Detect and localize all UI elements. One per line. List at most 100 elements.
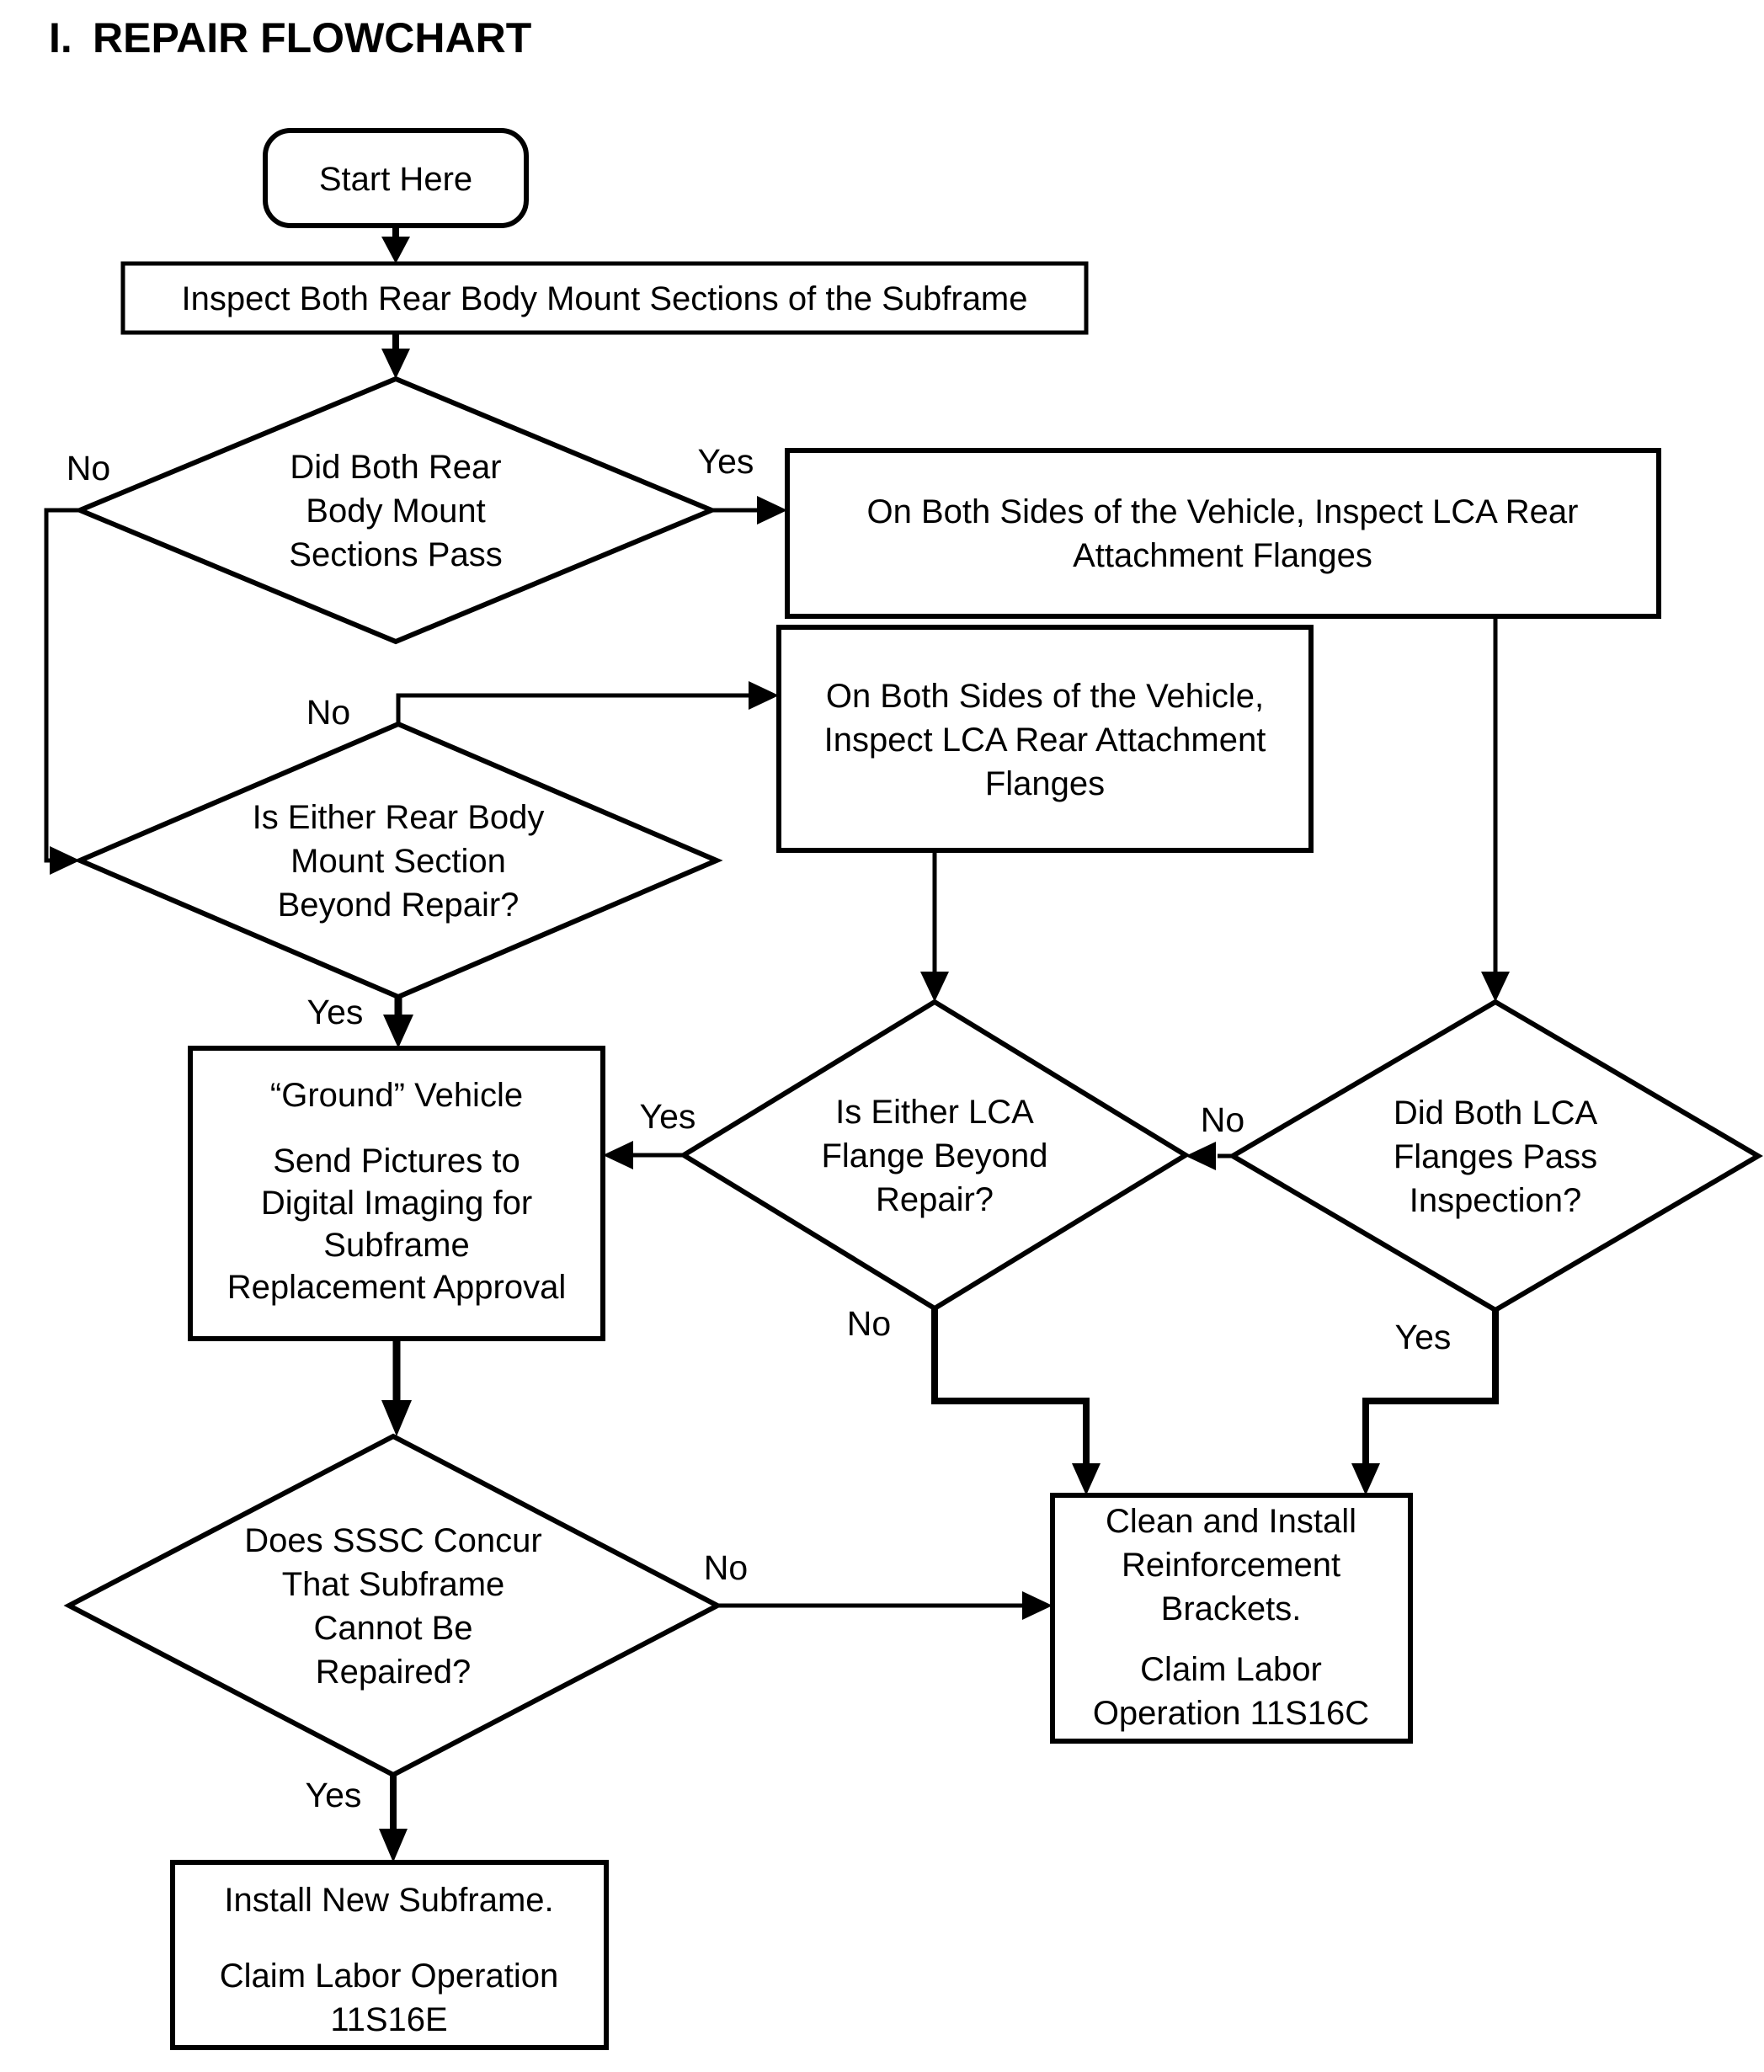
- process-inspect-lca-right: On Both Sides of the Vehicle, Inspect LC…: [785, 448, 1661, 619]
- edge-label-lca-beyond-no: No: [847, 1304, 891, 1343]
- arrowhead-down-icon: [1072, 1463, 1101, 1495]
- edge-lca-beyond-no-line: [931, 1308, 1090, 1467]
- decision-lca-beyond-repair-line3: Repair?: [876, 1181, 994, 1218]
- process-install-subframe-line3: 11S16E: [330, 2001, 447, 2038]
- decision-sssc-concur-line3: Cannot Be: [313, 1610, 472, 1647]
- edge-lca-beyond-no: [931, 1308, 1101, 1495]
- decision-mounts-pass: Did Both Rear Body Mount Sections Pass: [73, 376, 718, 645]
- process-install-brackets-line2: Reinforcement: [1122, 1547, 1340, 1584]
- start-node: Start Here: [263, 128, 529, 228]
- process-install-brackets-line4: Claim Labor: [1140, 1651, 1322, 1688]
- process-install-brackets-line5: Operation 11S16C: [1093, 1695, 1369, 1732]
- process-ground-vehicle-line4: Subframe: [323, 1227, 469, 1264]
- edge-lca-mid-to-lca-beyond: [920, 850, 949, 1002]
- arrowhead-down-icon: [1481, 972, 1510, 1002]
- edge-label-lca-beyond-yes: Yes: [640, 1097, 696, 1136]
- decision-mount-beyond-repair: Is Either Rear Body Mount Section Beyond…: [73, 721, 723, 1000]
- edge-lca-pass-yes: [1351, 1310, 1499, 1495]
- process-ground-vehicle-line1: “Ground” Vehicle: [270, 1077, 523, 1114]
- decision-lca-beyond-repair: Is Either LCA Flange Beyond Repair?: [679, 999, 1191, 1312]
- edge-mounts-pass-no: [44, 508, 80, 875]
- decision-lca-pass-shape: [1228, 999, 1763, 1313]
- edge-lca-pass-yes-line: [1362, 1310, 1499, 1467]
- edge-start-to-inspect: [381, 226, 410, 264]
- process-install-brackets-line1: Clean and Install: [1106, 1503, 1356, 1540]
- process-inspect-lca-mid-line2: Inspect LCA Rear Attachment: [824, 722, 1266, 759]
- process-inspect-mounts-label: Inspect Both Rear Body Mount Sections of…: [182, 280, 1028, 317]
- edge-label-lca-pass-no: No: [1201, 1100, 1244, 1139]
- decision-sssc-concur-line4: Repaired?: [316, 1654, 472, 1691]
- edge-label-mounts-pass-no: No: [67, 449, 110, 487]
- edge-label-sssc-no: No: [704, 1548, 748, 1587]
- decision-mounts-pass-line1: Did Both Rear: [290, 449, 501, 486]
- edge-mount-beyond-yes: [383, 997, 413, 1048]
- process-install-brackets: Clean and Install Reinforcement Brackets…: [1050, 1493, 1413, 1744]
- edge-mount-beyond-no-line: [396, 693, 749, 724]
- edge-label-mount-beyond-yes: Yes: [307, 993, 364, 1031]
- process-install-brackets-line3: Brackets.: [1161, 1590, 1302, 1627]
- arrowhead-right-icon: [50, 846, 80, 875]
- process-inspect-lca-mid-shape: [776, 625, 1314, 853]
- start-node-label: Start Here: [319, 161, 472, 198]
- arrowhead-left-icon: [603, 1141, 633, 1169]
- decision-mount-beyond-repair-line1: Is Either Rear Body: [253, 799, 545, 836]
- decision-sssc-concur-line2: That Subframe: [282, 1566, 505, 1603]
- start-node-shape: [263, 128, 529, 228]
- decision-lca-pass-line3: Inspection?: [1410, 1182, 1582, 1219]
- process-inspect-lca-mid: On Both Sides of the Vehicle, Inspect LC…: [776, 625, 1314, 853]
- edge-ground-to-sssc: [381, 1339, 412, 1436]
- decision-mount-beyond-repair-line2: Mount Section: [290, 843, 506, 880]
- decision-mounts-pass-line3: Sections Pass: [289, 536, 502, 573]
- edge-lca-pass-no: [1186, 1142, 1233, 1170]
- process-install-subframe-shape: [170, 1860, 609, 2050]
- title-numeral: I.: [49, 14, 72, 61]
- process-install-subframe: Install New Subframe. Claim Labor Operat…: [170, 1860, 609, 2050]
- edge-lca-beyond-yes: [603, 1141, 684, 1169]
- decision-lca-beyond-repair-line1: Is Either LCA: [835, 1094, 1034, 1131]
- process-install-subframe-line2: Claim Labor Operation: [220, 1957, 558, 1995]
- process-ground-vehicle-line2: Send Pictures to: [273, 1143, 520, 1180]
- decision-sssc-concur: Does SSSC Concur That Subframe Cannot Be…: [63, 1433, 723, 1778]
- decision-sssc-concur-line1: Does SSSC Concur: [244, 1522, 541, 1559]
- edge-sssc-no: [717, 1591, 1053, 1620]
- process-inspect-mounts: Inspect Both Rear Body Mount Sections of…: [120, 261, 1089, 335]
- edge-lca-right-to-lca-pass: [1481, 616, 1510, 1002]
- title-label: REPAIR FLOWCHART: [93, 14, 531, 61]
- process-ground-vehicle-line3: Digital Imaging for: [261, 1185, 532, 1222]
- edge-label-lca-pass-yes: Yes: [1395, 1318, 1452, 1356]
- process-install-brackets-shape: [1050, 1493, 1413, 1744]
- decision-mount-beyond-repair-line3: Beyond Repair?: [278, 887, 520, 924]
- decision-sssc-concur-shape: [63, 1433, 723, 1778]
- decision-mounts-pass-line2: Body Mount: [306, 493, 485, 530]
- decision-lca-beyond-repair-shape: [679, 999, 1191, 1312]
- arrowhead-down-icon: [381, 349, 410, 379]
- process-inspect-lca-right-shape: [785, 448, 1661, 619]
- decision-lca-pass-line2: Flanges Pass: [1394, 1138, 1597, 1175]
- process-inspect-lca-right-line1: On Both Sides of the Vehicle, Inspect LC…: [867, 493, 1579, 530]
- edge-label-mount-beyond-no: No: [306, 693, 350, 732]
- arrowhead-left-icon: [1186, 1142, 1216, 1170]
- edge-mounts-pass-yes: [711, 496, 787, 525]
- process-inspect-mounts-shape: [120, 261, 1089, 335]
- page-title: I. REPAIR FLOWCHART: [49, 14, 531, 61]
- process-ground-vehicle-shape: [188, 1046, 605, 1341]
- process-inspect-lca-mid-line3: Flanges: [985, 765, 1105, 802]
- process-install-subframe-line1: Install New Subframe.: [224, 1882, 553, 1919]
- arrowhead-down-icon: [381, 1400, 412, 1436]
- edge-label-mounts-pass-yes: Yes: [698, 442, 754, 481]
- edge-mount-beyond-no: [396, 681, 779, 724]
- edge-mounts-pass-no-line: [44, 508, 80, 863]
- arrowhead-down-icon: [379, 1829, 408, 1862]
- decision-mounts-pass-shape: [73, 376, 718, 645]
- process-ground-vehicle: “Ground” Vehicle Send Pictures to Digita…: [188, 1046, 605, 1341]
- arrowhead-down-icon: [1351, 1463, 1380, 1495]
- process-inspect-lca-right-line2: Attachment Flanges: [1073, 537, 1372, 574]
- arrowhead-right-icon: [1022, 1591, 1053, 1620]
- decision-lca-pass-line1: Did Both LCA: [1394, 1095, 1598, 1132]
- decision-mount-beyond-repair-shape: [73, 721, 723, 1000]
- edge-inspect-to-mounts-pass: [381, 333, 410, 379]
- decision-lca-beyond-repair-line2: Flange Beyond: [821, 1137, 1047, 1174]
- edge-label-sssc-yes: Yes: [306, 1776, 362, 1814]
